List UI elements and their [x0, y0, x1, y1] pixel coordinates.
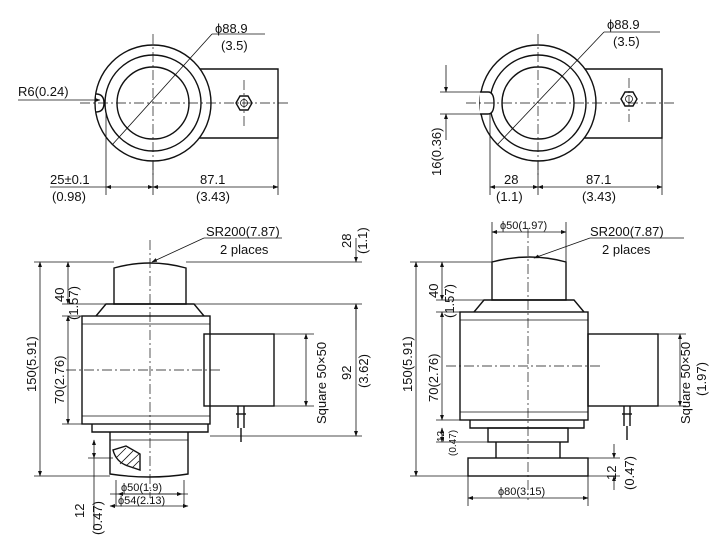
- top-gap-label: 28: [339, 234, 354, 248]
- hatched-section: [112, 445, 141, 471]
- cap-height-label: 40: [52, 288, 67, 302]
- dim-b-label: 87.1: [200, 172, 225, 187]
- dia-label: ϕ88.9: [215, 21, 248, 36]
- dim-b-inch-label: (3.43): [196, 189, 230, 204]
- step-inch-label: (0.47): [448, 430, 459, 456]
- mounting-bracket: [196, 68, 279, 139]
- dim-b-inch-label: (3.43): [582, 189, 616, 204]
- bottom-height-label: 12: [72, 504, 87, 518]
- hex-nut-icon: [620, 91, 638, 107]
- connector-box: [587, 333, 659, 407]
- base-height-label: 12: [604, 466, 619, 480]
- sr-label: SR200(7.87): [590, 224, 664, 239]
- body-height-label: 70(2.76): [52, 356, 67, 404]
- dim-b-label: 87.1: [586, 172, 611, 187]
- top-gap-inch-label: (1.1): [355, 227, 370, 254]
- slot-height-label: 16(0.36): [429, 128, 444, 176]
- places-label: 2 places: [220, 242, 269, 257]
- bottom-foot: [109, 432, 189, 478]
- side-height-inch-label: (3.62): [356, 354, 371, 388]
- dim-a-label: 28: [504, 172, 518, 187]
- dim-a-label: 25±0.1: [50, 172, 90, 187]
- square-label: Square 50×50: [314, 342, 329, 424]
- total-height-label: 150(5.91): [400, 336, 415, 392]
- cap-height-inch-label: (1.57): [66, 286, 81, 320]
- dia50-label: ϕ50(1.9): [121, 482, 162, 494]
- square-inch-label: (1.97): [694, 362, 709, 396]
- total-height-label: 150(5.91): [24, 336, 39, 392]
- places-label: 2 places: [602, 242, 651, 257]
- top-cap: [491, 256, 567, 301]
- dia-inch-label: (3.5): [221, 38, 248, 53]
- dim-a-inch-label: (0.98): [52, 189, 86, 204]
- bottom-flange: [469, 420, 585, 429]
- connector-box: [203, 333, 275, 407]
- body-height-label: 70(2.76): [426, 354, 441, 402]
- sr-label: SR200(7.87): [206, 224, 280, 239]
- top-left-plan-view: ϕ88.9 (3.5) R6(0.24) 25±0.1 (0.98) 87.1 …: [18, 21, 290, 204]
- mounting-bracket: [580, 68, 663, 139]
- dia80-label: ϕ80(3.15): [498, 486, 545, 498]
- dia-label: ϕ88.9: [607, 17, 640, 32]
- dia54-label: ϕ54(2.13): [118, 495, 165, 507]
- dia-inch-label: (3.5): [613, 34, 640, 49]
- top-right-plan-view: ϕ88.9 (3.5) 16(0.36) 28 (1.1) 87.1 (3.43…: [429, 17, 676, 204]
- step-label: 12: [436, 430, 447, 442]
- cap-shoulder: [473, 299, 585, 313]
- bottom-flange: [91, 424, 209, 433]
- cap-height-label: 40: [426, 284, 441, 298]
- square-label: Square 50×50: [678, 342, 693, 424]
- dia50-label: ϕ50(1.97): [500, 220, 547, 232]
- top-cap: [113, 262, 187, 305]
- side-height-label: 92: [339, 366, 354, 380]
- dim-a-inch-label: (1.1): [496, 189, 523, 204]
- bottom-right-front-view: ϕ50(1.97) SR200(7.87) 2 places Square 50…: [400, 220, 709, 506]
- cap-height-inch-label: (1.57): [442, 284, 457, 318]
- base-height-inch-label: (0.47): [622, 456, 637, 490]
- bottom-left-front-view: SR200(7.87) 2 places 28 (1.1) 92 (3.62) …: [24, 224, 371, 535]
- bottom-height-inch-label: (0.47): [90, 501, 105, 535]
- radius-label: R6(0.24): [18, 84, 69, 99]
